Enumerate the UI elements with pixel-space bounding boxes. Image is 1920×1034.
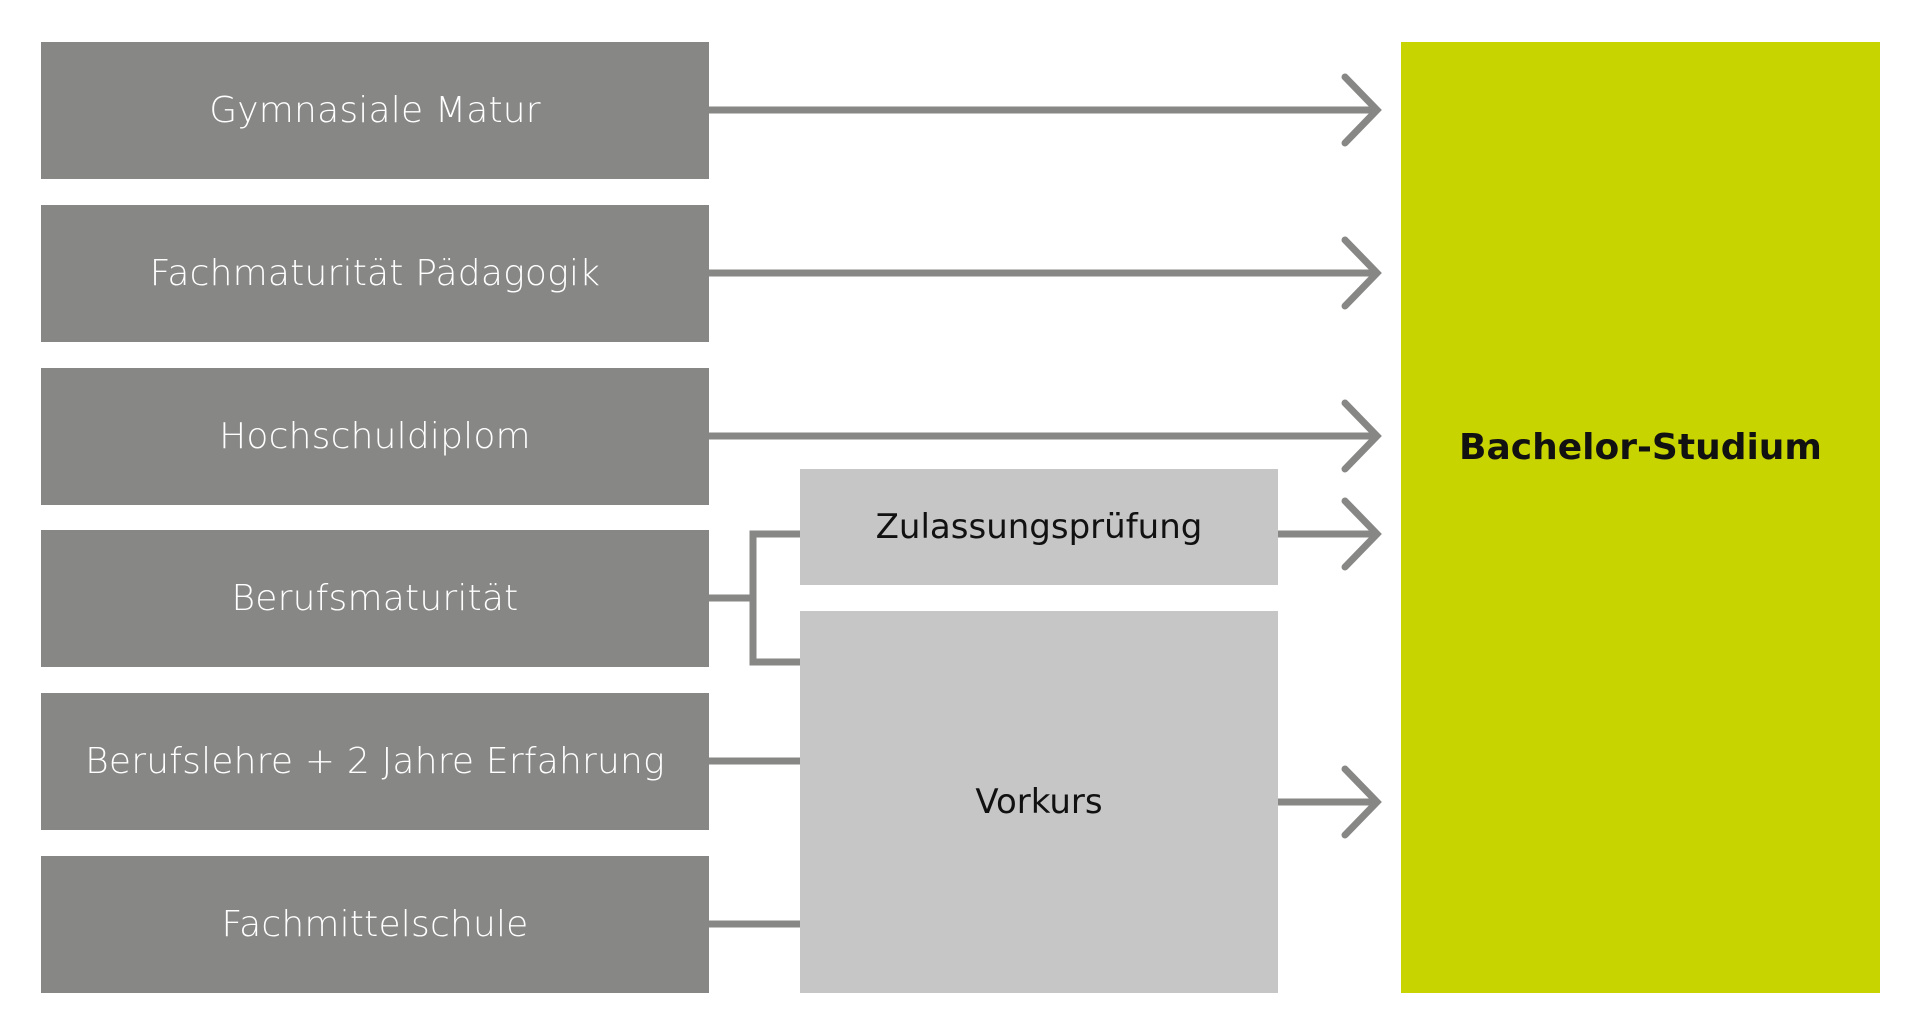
intermediate-label: Vorkurs: [975, 782, 1103, 822]
source-label: Fachmaturität Pädagogik: [149, 253, 601, 294]
source-label: Fachmittelschule: [221, 904, 529, 945]
intermediate-box-zulassungspruefung: Zulassungsprüfung: [800, 469, 1278, 585]
source-box-berufsmaturitaet: Berufsmaturität: [41, 530, 709, 667]
intermediate-box-vorkurs: Vorkurs: [800, 611, 1278, 993]
arrowhead-icon: [1341, 399, 1382, 473]
arrowhead-icon: [1341, 497, 1382, 571]
source-box-berufslehre: Berufslehre + 2 Jahre Erfahrung: [41, 693, 709, 830]
target-box-bachelor-studium: Bachelor-Studium: [1401, 42, 1880, 993]
arrowhead-icon: [1341, 765, 1382, 839]
source-label: Berufsmaturität: [231, 578, 519, 619]
target-label: Bachelor-Studium: [1459, 427, 1822, 468]
source-box-fachmittelschule: Fachmittelschule: [41, 856, 709, 993]
source-label: Berufslehre + 2 Jahre Erfahrung: [85, 741, 665, 782]
source-box-hochschuldiplom: Hochschuldiplom: [41, 368, 709, 505]
intermediate-label: Zulassungsprüfung: [875, 507, 1203, 547]
edge-berufsmaturitaet-zulassung: [749, 530, 800, 666]
source-box-fachmaturitaet-paedagogik: Fachmaturität Pädagogik: [41, 205, 709, 342]
arrowhead-icon: [1341, 236, 1382, 310]
source-label: Hochschuldiplom: [219, 416, 531, 457]
arrowhead-icon: [1341, 73, 1382, 147]
source-label: Gymnasiale Matur: [209, 90, 541, 131]
source-box-gymnasiale-matur: Gymnasiale Matur: [41, 42, 709, 179]
